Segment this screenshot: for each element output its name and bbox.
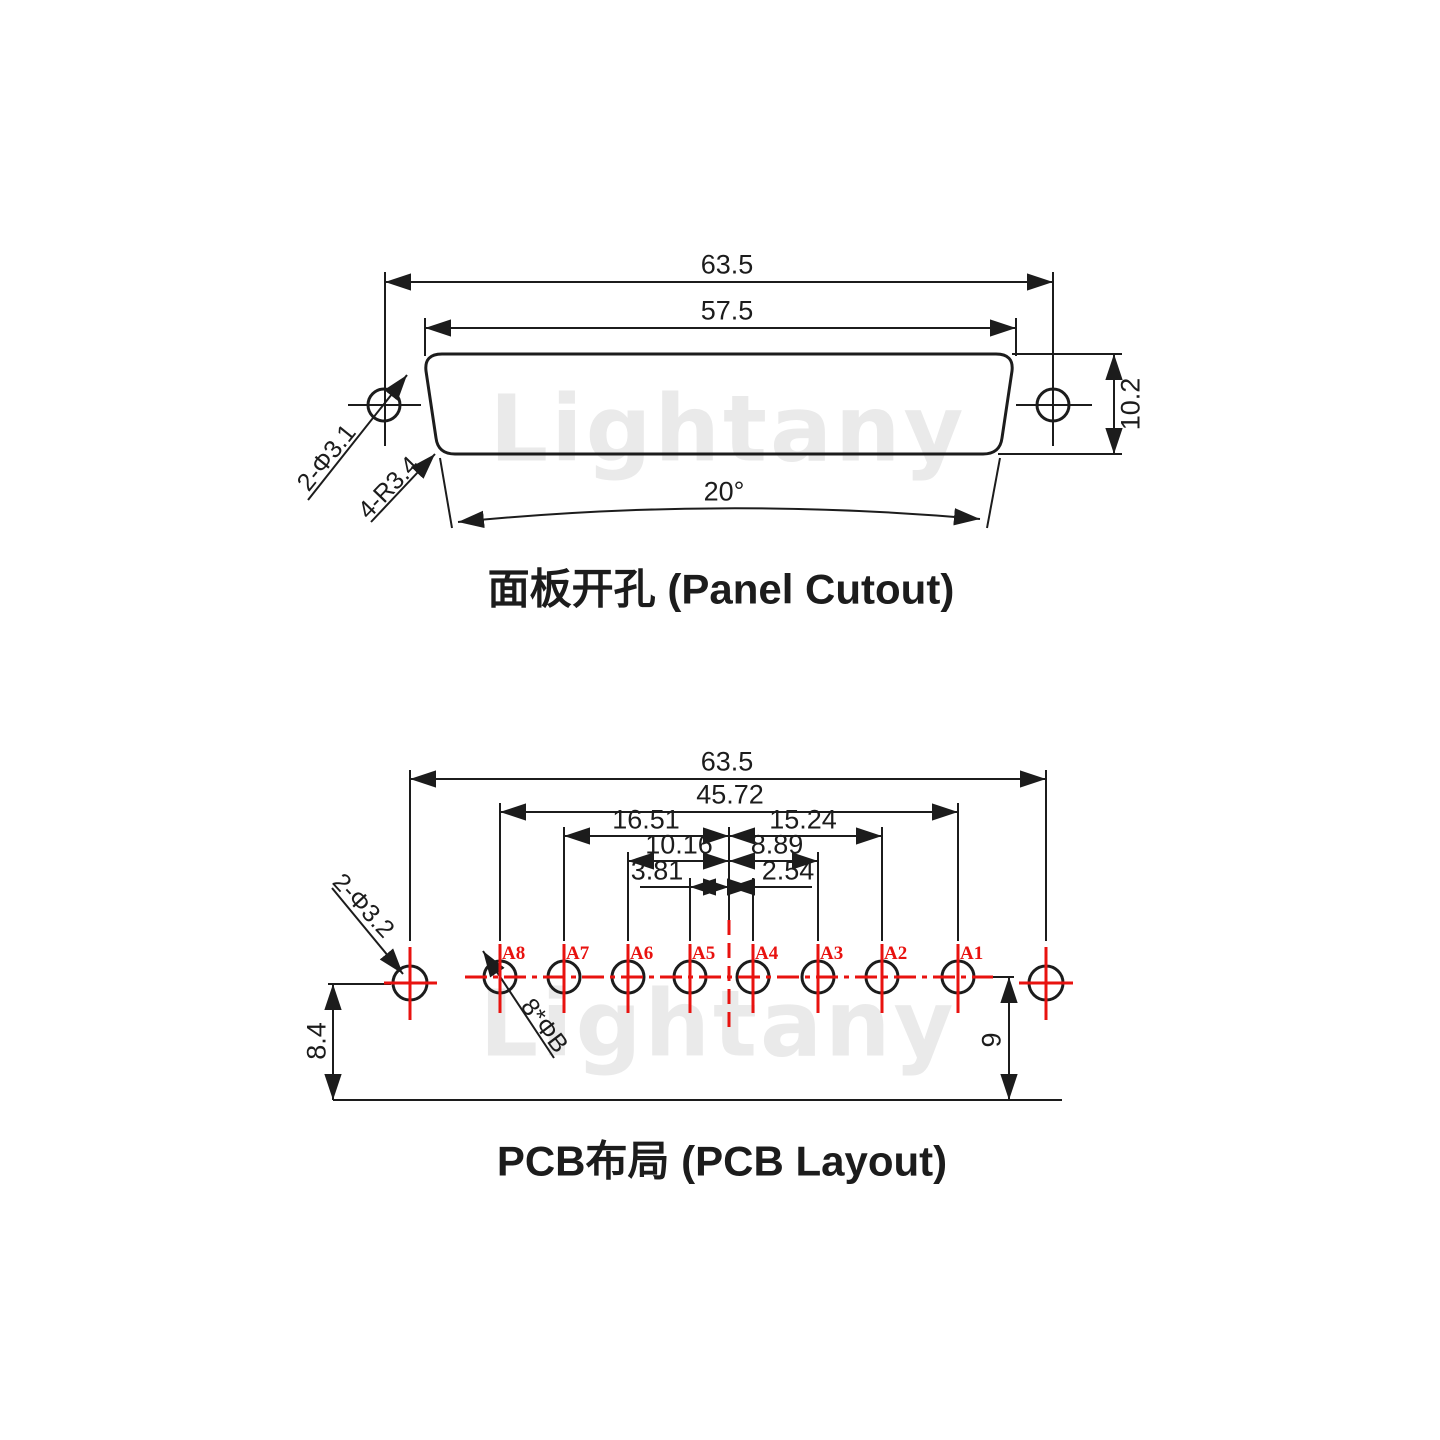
panel-cutout-title: 面板开孔 (Panel Cutout) xyxy=(487,565,955,613)
watermark-top: Lightany xyxy=(489,375,967,483)
leader-pcb-mount-holes xyxy=(331,887,404,975)
pin-label-a7: A7 xyxy=(566,943,590,964)
pin-label-a2: A2 xyxy=(884,943,908,964)
panel-mount-hole-right xyxy=(1035,387,1071,423)
dim-arc-panel-20deg xyxy=(457,507,981,529)
pin-label-a5: A5 xyxy=(692,943,716,964)
panel-mount-hole-left xyxy=(366,387,402,423)
pcb-red-centerlines xyxy=(384,920,1073,1032)
panel-cutout-outline xyxy=(424,352,1014,456)
leader-panel-corner-radius xyxy=(370,453,436,523)
pin-label-a4: A4 xyxy=(755,943,779,964)
dim-text-panel-outer-width: 63.5 xyxy=(700,249,754,280)
pcb-layout-view xyxy=(324,770,1065,1101)
dim-text-panel-side-angle: 20° xyxy=(703,476,745,507)
pin-label-a1: A1 xyxy=(960,943,984,964)
dim-text-pcb-outer-width: 63.5 xyxy=(700,746,754,777)
dim-text-panel-cutout-width: 57.5 xyxy=(700,295,754,326)
watermark-bottom: Lightany xyxy=(479,970,957,1078)
panel-cutout-view xyxy=(307,272,1123,529)
pin-label-a8: A8 xyxy=(502,943,526,964)
pin-label-a6: A6 xyxy=(630,943,654,964)
dim-text-pcb-2-54: 2.54 xyxy=(761,855,815,886)
pcb-layout-title: PCB布局 (PCB Layout) xyxy=(496,1137,948,1185)
pin-label-a3: A3 xyxy=(820,943,844,964)
dim-text-pcb-row-span: 45.72 xyxy=(696,779,764,810)
leader-pcb-pin-holes xyxy=(482,950,555,1059)
dim-text-pcb-3-81: 3.81 xyxy=(630,855,684,886)
dim-text-pcb-right-height: 9 xyxy=(976,1032,1007,1048)
dim-text-pcb-left-height: 8.4 xyxy=(301,1022,332,1060)
leader-panel-mount-holes xyxy=(307,374,408,501)
dim-text-panel-cutout-height: 10.2 xyxy=(1115,377,1146,431)
